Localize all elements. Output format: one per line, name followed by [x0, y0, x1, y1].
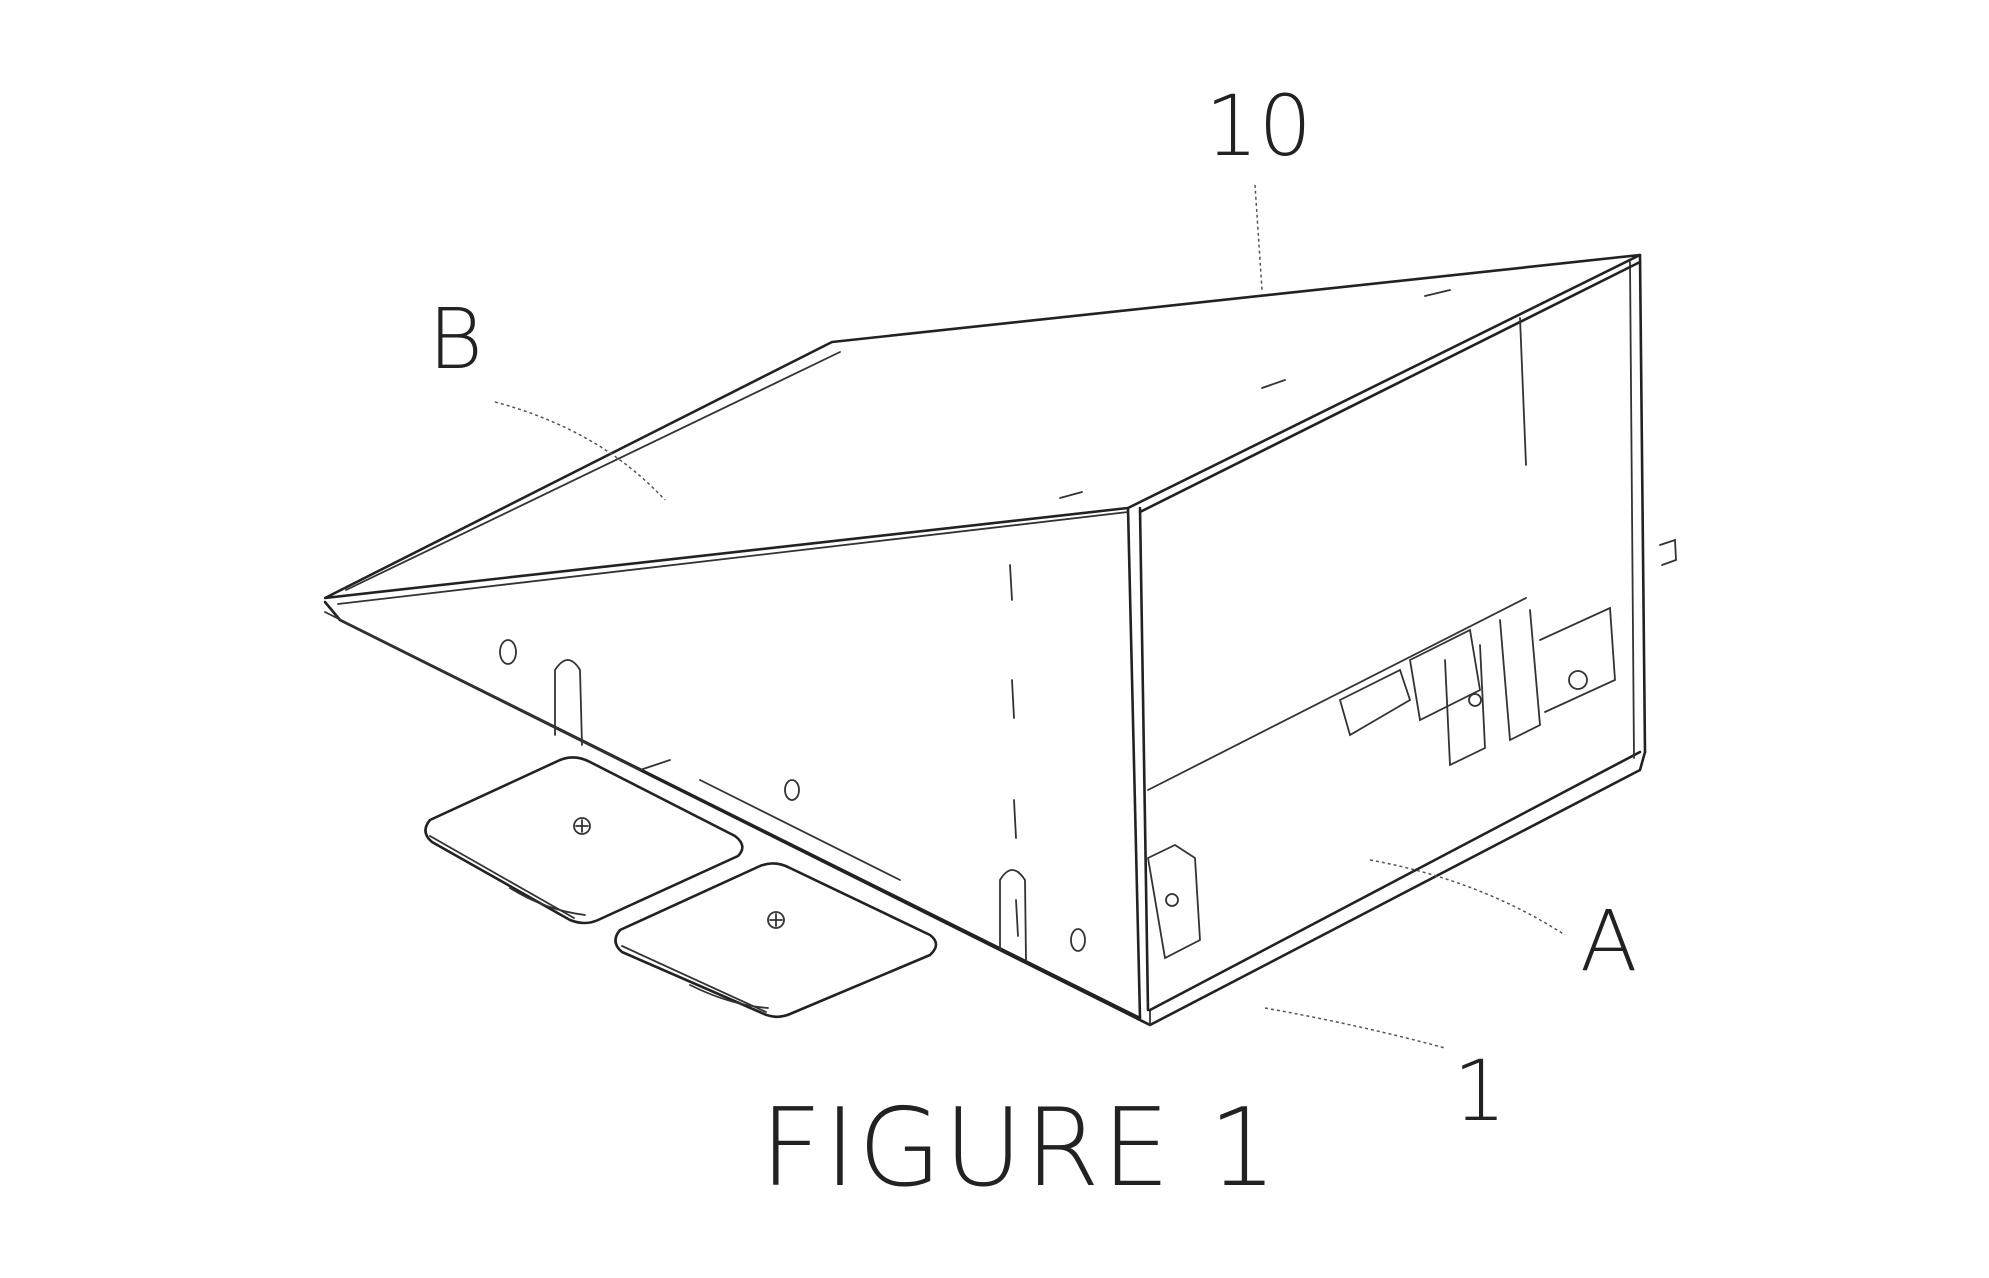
sloped-cover: [323, 253, 1642, 605]
side-flange: [324, 611, 1086, 961]
front-wall: [1009, 253, 1647, 1020]
latch-mechanism: [1146, 538, 1677, 960]
label-a: A: [1580, 892, 1637, 990]
figure-caption: FIGURE 1: [760, 1086, 1279, 1211]
label-b: B: [428, 290, 483, 388]
leader-lines: [494, 184, 1566, 1049]
mounting-foot-right: [614, 862, 938, 1019]
mounting-foot-left: [424, 756, 744, 925]
label-1: 1: [1453, 1042, 1506, 1140]
label-10: 10: [1205, 77, 1312, 175]
